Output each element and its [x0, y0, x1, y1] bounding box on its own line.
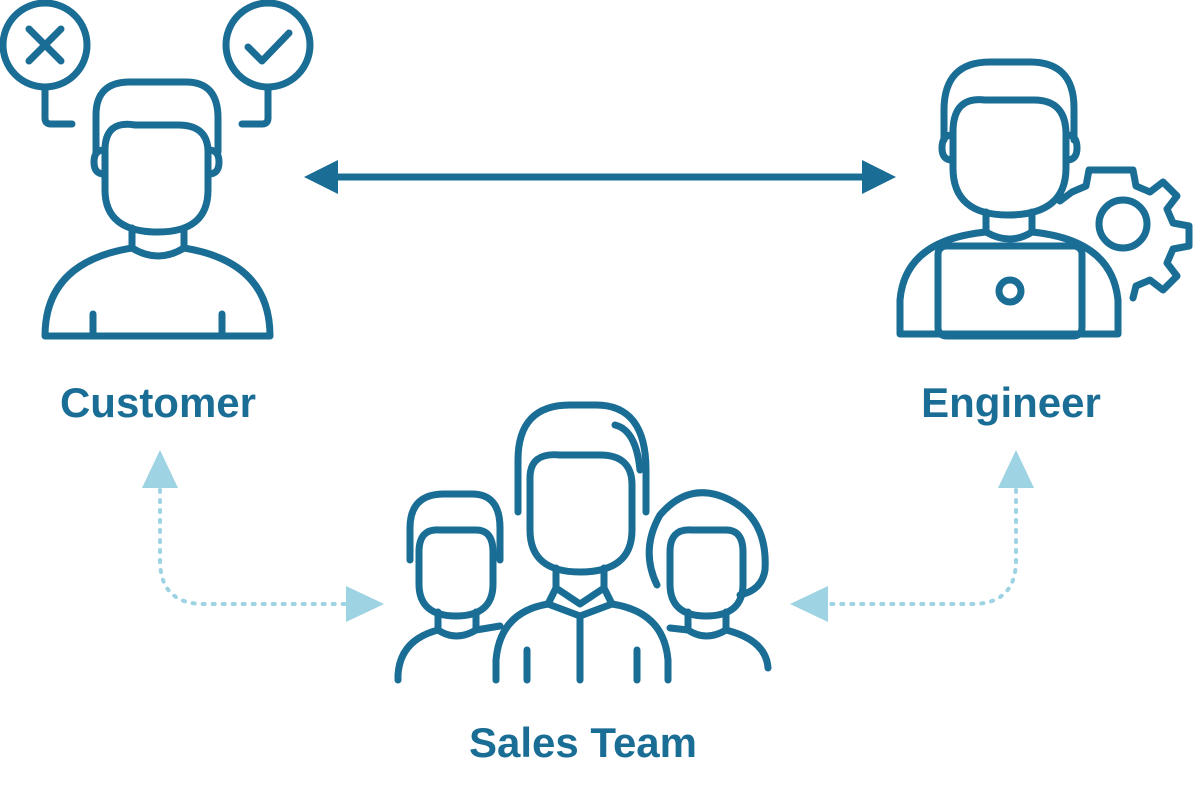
sales-team-group-icon: [394, 401, 772, 684]
edge-customer-sales: [142, 450, 384, 622]
x-circle-icon: [0, 0, 91, 128]
engineer-label: Engineer: [921, 379, 1101, 426]
edge-engineer-sales: [790, 450, 1034, 622]
sales-team-label: Sales Team: [468, 719, 698, 766]
engineer-laptop-gear-icon: [896, 58, 1193, 340]
customer-person-icon: [41, 78, 274, 340]
customer-label: Customer: [59, 379, 257, 426]
edge-customer-engineer: [304, 160, 896, 194]
check-circle-icon: [222, 0, 314, 128]
